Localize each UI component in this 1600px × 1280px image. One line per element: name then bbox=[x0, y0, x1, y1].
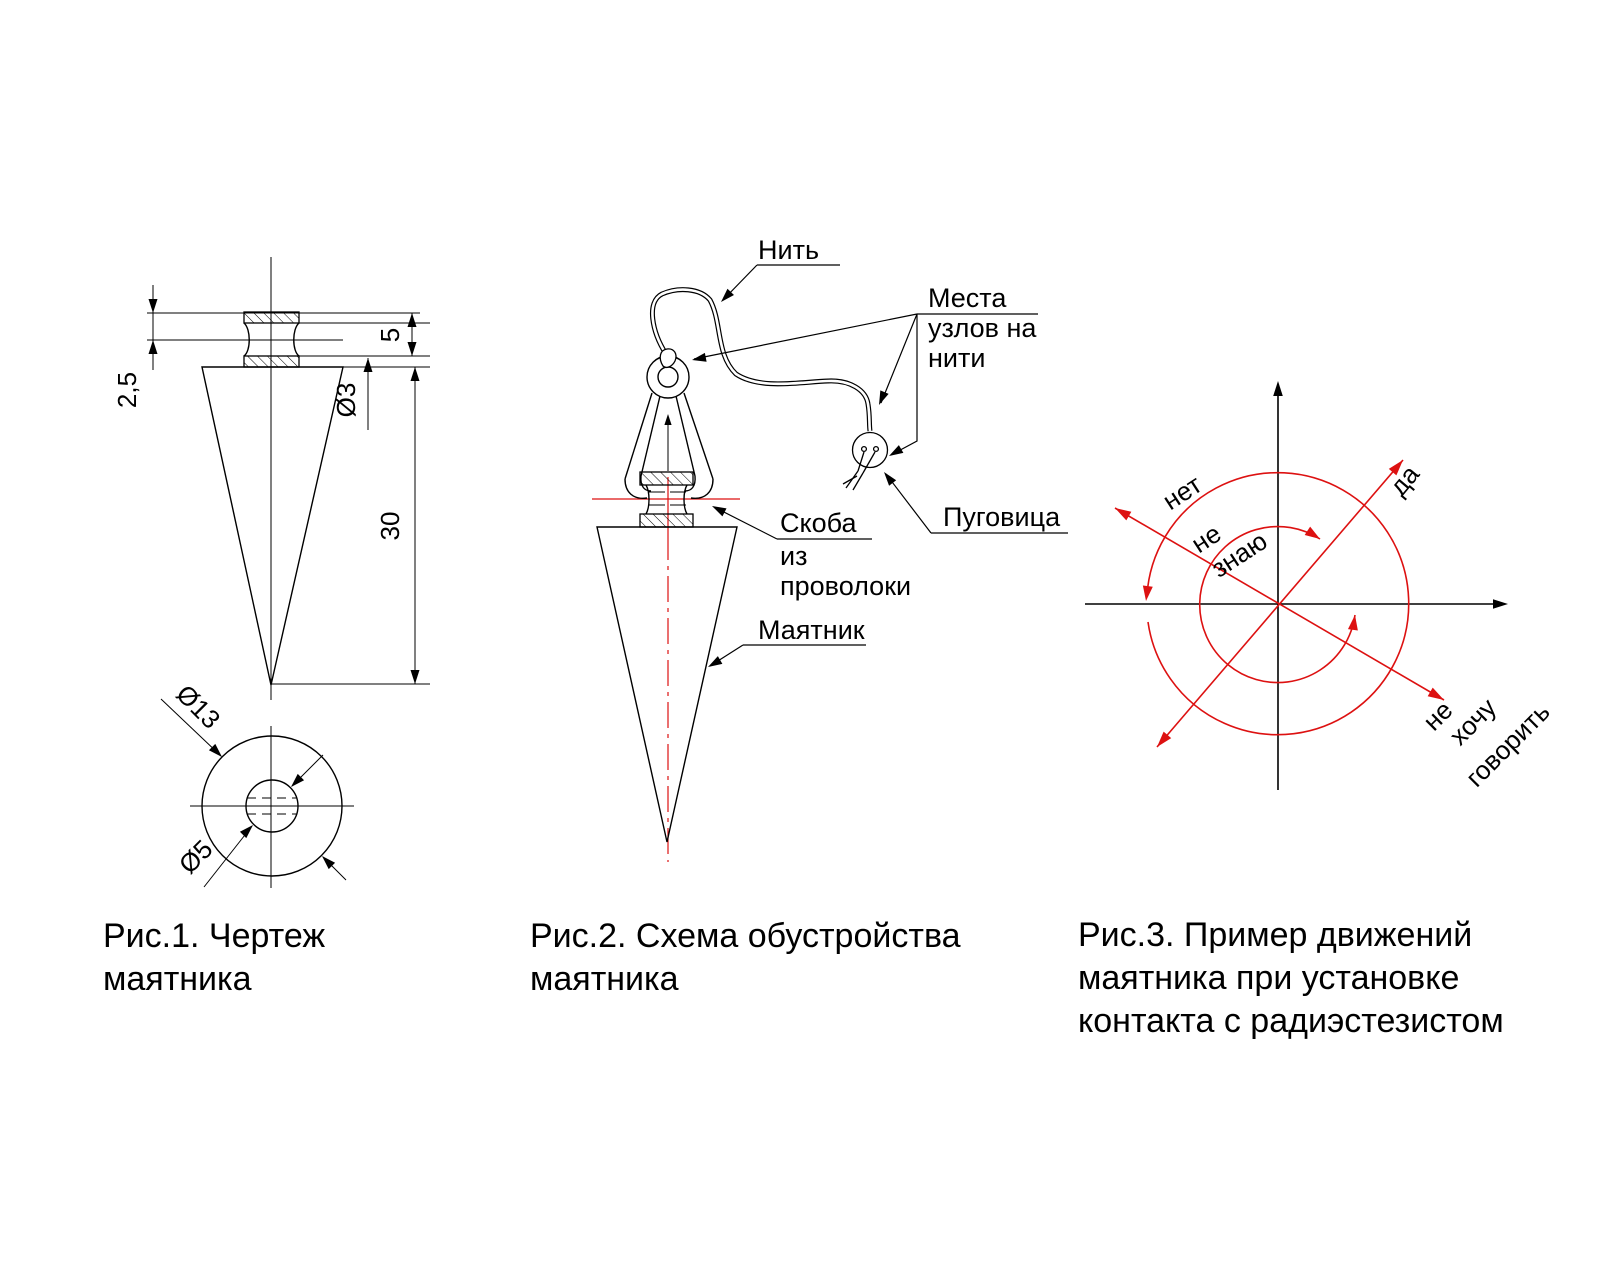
fig3-axis-arrow-right bbox=[1493, 599, 1508, 609]
fig1-dim-d3: Ø3 bbox=[331, 383, 361, 418]
fig2-label-bracket-line2: из bbox=[780, 541, 807, 571]
fig3-diagonal-arrows bbox=[1115, 460, 1444, 747]
fig2-leader-arrows bbox=[692, 288, 904, 667]
fig2-label-bracket-line3: проволоки bbox=[780, 571, 911, 601]
fig3-rotation-arcs bbox=[1142, 471, 1410, 736]
fig2-label-knots-line2: узлов на bbox=[928, 313, 1037, 343]
figure3-diagram: нет не знаю да не хочу говорить bbox=[1085, 381, 1556, 793]
fig2-label-knots-line1: Места bbox=[928, 283, 1007, 313]
fig1-dimension-lines bbox=[152, 285, 416, 684]
fig2-button bbox=[842, 431, 889, 491]
fig2-label-thread: Нить bbox=[758, 235, 819, 265]
fig2-caption-line2: маятника bbox=[530, 960, 679, 998]
fig3-caption-line2: маятника при установке bbox=[1078, 959, 1459, 997]
fig1-dim-2-5: 2,5 bbox=[112, 372, 142, 408]
fig2-inner-hang-line bbox=[664, 414, 672, 471]
figure-captions: Рис.1. Чертеж маятника Рис.2. Схема обус… bbox=[103, 916, 1504, 1040]
fig2-cone bbox=[596, 526, 738, 843]
fig3-axes bbox=[1085, 384, 1504, 790]
fig1-centerlines bbox=[190, 257, 354, 888]
fig1-cone bbox=[201, 366, 344, 686]
fig2-caption-line1: Рис.2. Схема обустройства bbox=[530, 917, 961, 955]
fig1-dim-30: 30 bbox=[375, 512, 405, 541]
fig3-caption-line3: контакта с радиэстезистом bbox=[1078, 1002, 1504, 1040]
fig2-wire-bracket bbox=[624, 355, 714, 499]
fig3-label-no: нет bbox=[1157, 469, 1207, 516]
fig2-label-button: Пуговица bbox=[943, 502, 1061, 532]
fig2-leader-lines bbox=[693, 264, 1068, 667]
fig2-thread-knot bbox=[659, 348, 677, 368]
fig1-caption-line2: маятника bbox=[103, 960, 252, 998]
fig2-thread-line bbox=[649, 287, 873, 432]
fig1-dimension-arrows bbox=[148, 299, 420, 684]
fig2-label-knots-line3: нити bbox=[928, 343, 985, 373]
fig1-bottom-view bbox=[160, 698, 347, 888]
fig1-extension-lines bbox=[147, 312, 430, 685]
figure2-drawing: Нить Места узлов на нити Пуговица Скоба … bbox=[592, 235, 1068, 862]
fig1-caption-line1: Рис.1. Чертеж bbox=[103, 917, 325, 955]
fig2-label-pendulum: Маятник bbox=[758, 615, 865, 645]
fig3-diagonals bbox=[1114, 459, 1445, 748]
fig1-dim-5: 5 bbox=[375, 328, 405, 342]
fig2-spool bbox=[639, 471, 694, 528]
fig2-label-bracket-line1: Скоба bbox=[780, 508, 857, 538]
fig1-spool bbox=[243, 311, 300, 368]
fig2-red-centerlines bbox=[592, 477, 740, 862]
fig3-axis-arrow-up bbox=[1273, 381, 1283, 396]
fig1-dim-d13: Ø13 bbox=[170, 679, 226, 735]
figure1-drawing: 2,5 5 Ø3 30 Ø13 Ø5 bbox=[112, 257, 430, 888]
fig3-label-yes: да bbox=[1383, 459, 1425, 501]
fig3-caption-line1: Рис.3. Пример движений bbox=[1078, 916, 1472, 954]
